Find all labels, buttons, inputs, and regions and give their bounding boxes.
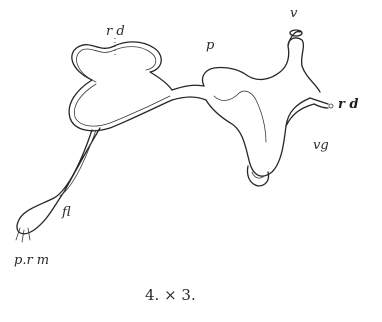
flagellum xyxy=(15,127,101,243)
label-v: v xyxy=(290,6,298,21)
label-vg: vg xyxy=(313,138,329,153)
oviduct xyxy=(171,84,207,101)
label-rd-top: r d xyxy=(106,24,125,39)
label-rd-right: r d xyxy=(338,97,358,112)
vas-deferens xyxy=(287,29,303,47)
label-fl: fl xyxy=(61,205,71,220)
receptacle-duct-loop xyxy=(68,41,173,132)
penis-and-vagina-body xyxy=(201,37,321,187)
right-duct xyxy=(309,97,334,109)
label-p: p xyxy=(206,38,215,53)
figure-caption: 4. × 3. xyxy=(145,286,196,304)
label-prm: p.r m xyxy=(14,253,49,268)
